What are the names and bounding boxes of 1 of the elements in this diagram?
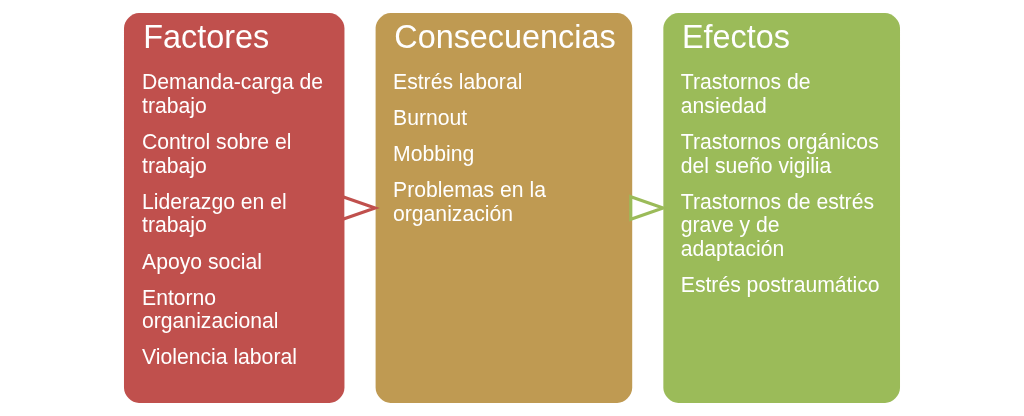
node-box: Efectos Trastornos de ansiedad Trastornos orgánicos del sueño vigilia Trastornos de estrés grave y de adaptación Estrés postraumático — [663, 13, 900, 403]
